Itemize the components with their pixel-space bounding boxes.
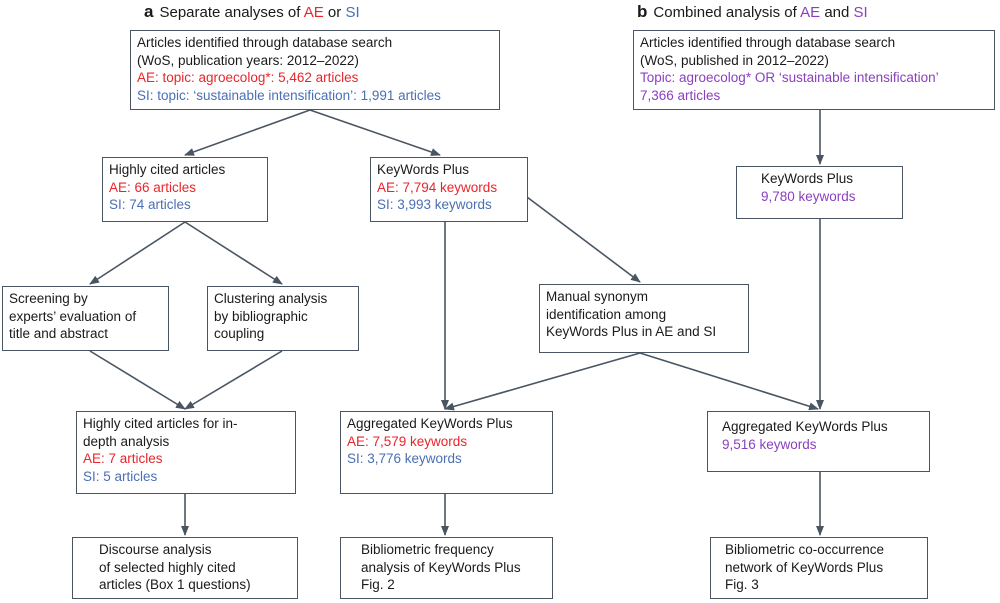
text-line: Fig. 3	[725, 577, 759, 592]
panel-b-letter: b	[637, 2, 648, 21]
text-line: analysis of KeyWords Plus	[361, 559, 521, 575]
text-si: SI: 3,776 keywords	[347, 451, 462, 466]
text-line: Highly cited articles	[109, 162, 226, 177]
box-a-indepth: Highly cited articles for in- depth anal…	[76, 411, 296, 494]
arrow-search-to-keywords	[309, 109, 441, 156]
panel-b-title-mid: and	[820, 4, 854, 21]
panel-b-title-ae: AE	[800, 4, 821, 21]
arrow-search-to-highly-cited	[184, 109, 311, 156]
arrow-synonym-to-aggregated-b	[639, 352, 819, 411]
text-line: KeyWords Plus	[761, 171, 854, 186]
panel-a-title-mid: or	[323, 4, 346, 21]
text-line: Articles identified through database sea…	[137, 35, 393, 50]
text-combined: Topic: agroecolog* OR ‘sustainable inten…	[640, 70, 939, 85]
arrow-clustering-to-indepth	[184, 350, 283, 410]
text-line: Aggregated KeyWords Plus	[722, 419, 888, 434]
text-line: Highly cited articles for in-	[83, 416, 238, 431]
arrow-highly-cited-to-clustering	[184, 221, 283, 285]
text-line: (WoS, publication years: 2012–2022)	[137, 52, 359, 68]
text-line: by bibliographic	[214, 308, 308, 324]
text-line: Aggregated KeyWords Plus	[347, 416, 513, 431]
arrow-keywords-to-synonym	[514, 187, 641, 283]
box-a-keywords-plus: KeyWords Plus AE: 7,794 keywords SI: 3,9…	[370, 157, 528, 222]
panel-a-title-ae: AE	[303, 4, 324, 21]
arrow-highly-cited-to-screening	[89, 221, 186, 285]
panel-b-title-si: SI	[853, 4, 868, 21]
text-line: title and abstract	[9, 326, 109, 341]
text-line: Bibliometric co-occurrence	[725, 542, 885, 557]
panel-b-title-pre: Combined analysis of	[653, 4, 801, 21]
panel-a-title-si: SI	[345, 4, 360, 21]
text-combined: 9,780 keywords	[761, 188, 856, 204]
text-line: coupling	[214, 326, 265, 341]
panel-a-title: a Separate analyses of AE or SI	[144, 2, 360, 22]
box-b-aggregated: Aggregated KeyWords Plus 9,516 keywords	[707, 411, 930, 472]
text-ae: AE: 7,579 keywords	[347, 433, 468, 449]
box-a-highly-cited: Highly cited articles AE: 66 articles SI…	[102, 157, 268, 222]
text-combined: 9,516 keywords	[722, 436, 817, 452]
panel-a-letter: a	[144, 2, 154, 21]
text-ae: AE: 7,794 keywords	[377, 179, 498, 195]
text-ae: AE: 66 articles	[109, 179, 197, 195]
text-line: Screening by	[9, 291, 88, 306]
text-line: network of KeyWords Plus	[725, 559, 884, 575]
arrow-screening-to-indepth	[89, 350, 186, 410]
panel-b-title: b Combined analysis of AE and SI	[637, 2, 868, 22]
box-a-frequency: Bibliometric frequency analysis of KeyWo…	[340, 537, 553, 599]
text-line: KeyWords Plus	[377, 162, 470, 177]
text-line: Manual synonym	[546, 289, 649, 304]
text-ae: AE: topic: agroecolog*: 5,462 articles	[137, 70, 359, 85]
text-line: KeyWords Plus in AE and SI	[546, 324, 717, 339]
text-line: depth analysis	[83, 433, 170, 449]
text-si: SI: 74 articles	[109, 197, 191, 212]
arrow-synonym-to-aggregated-a	[444, 352, 641, 411]
text-combined: 7,366 articles	[640, 87, 721, 103]
text-si: SI: 5 articles	[83, 468, 158, 484]
text-ae: AE: 7 articles	[83, 451, 163, 466]
text-line: Bibliometric frequency	[361, 542, 494, 557]
text-line: identification among	[546, 306, 667, 322]
text-line: Clustering analysis	[214, 291, 328, 306]
box-a-clustering: Clustering analysis by bibliographic cou…	[207, 286, 359, 351]
box-a-database-search: Articles identified through database sea…	[130, 30, 500, 110]
box-a-aggregated: Aggregated KeyWords Plus AE: 7,579 keywo…	[340, 411, 553, 494]
text-si: SI: topic: ‘sustainable intensification’…	[137, 87, 441, 103]
box-b-keywords-plus: KeyWords Plus 9,780 keywords	[736, 166, 903, 219]
panel-a-title-pre: Separate analyses of	[159, 4, 304, 21]
box-a-synonym: Manual synonym identification among KeyW…	[539, 284, 749, 353]
text-line: Articles identified through database sea…	[640, 35, 896, 50]
text-line: Discourse analysis	[99, 542, 212, 557]
text-line: (WoS, published in 2012–2022)	[640, 52, 829, 68]
text-line: articles (Box 1 questions)	[99, 577, 251, 592]
text-si: SI: 3,993 keywords	[377, 197, 492, 212]
text-line: Fig. 2	[361, 577, 395, 592]
box-a-screening: Screening by experts’ evaluation of titl…	[2, 286, 169, 351]
text-line: of selected highly cited	[99, 559, 236, 575]
box-b-network: Bibliometric co-occurrence network of Ke…	[710, 537, 928, 599]
box-b-database-search: Articles identified through database sea…	[633, 30, 995, 110]
box-a-discourse: Discourse analysis of selected highly ci…	[72, 537, 298, 599]
text-line: experts’ evaluation of	[9, 308, 137, 324]
